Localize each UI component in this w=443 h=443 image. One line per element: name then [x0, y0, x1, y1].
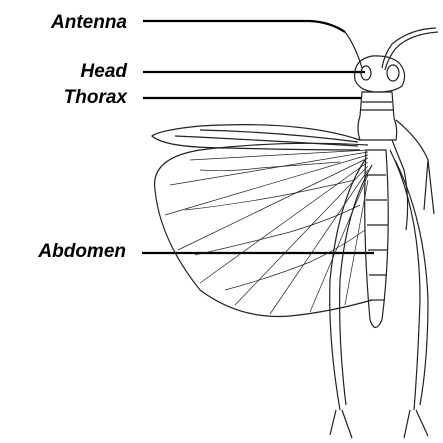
abdomen-shape	[365, 150, 389, 328]
thorax-shape	[358, 92, 397, 140]
front-leg-right	[396, 120, 434, 214]
hind-leg-left	[330, 160, 365, 438]
label-head: Head	[81, 62, 127, 81]
antenna-right	[385, 32, 438, 70]
grasshopper-body	[152, 28, 438, 438]
label-abdomen: Abdomen	[38, 242, 126, 261]
head-shape	[355, 56, 405, 92]
label-antenna: Antenna	[51, 13, 127, 32]
label-thorax: Thorax	[64, 88, 127, 107]
antenna-leader	[143, 21, 345, 32]
eye-right	[387, 65, 399, 81]
fore-wing	[152, 125, 360, 150]
leader-lines	[142, 21, 374, 253]
